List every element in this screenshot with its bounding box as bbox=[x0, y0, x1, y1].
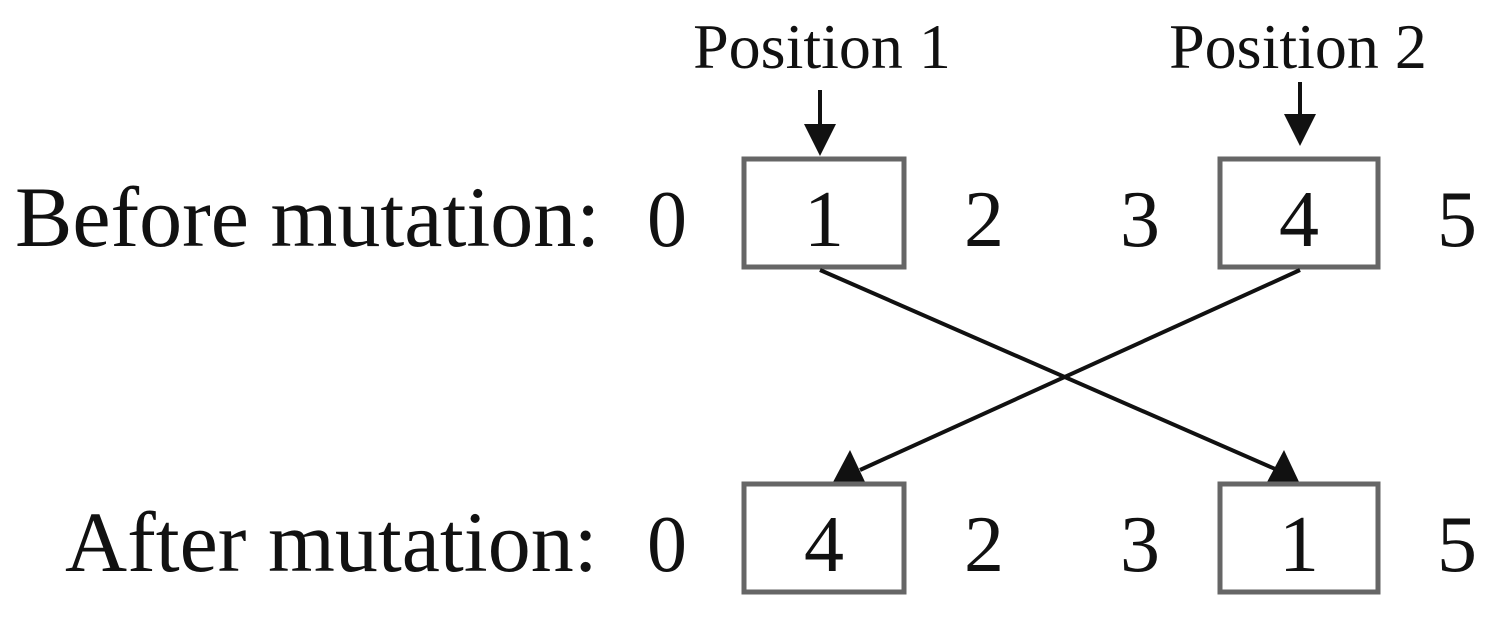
before-box-position-2 bbox=[1217, 156, 1381, 270]
before-box-position-1 bbox=[741, 156, 907, 270]
after-row-label: After mutation: bbox=[65, 494, 598, 590]
after-cell-2: 2 bbox=[964, 501, 1004, 589]
after-cell-1: 4 bbox=[804, 501, 844, 589]
before-cell-3: 3 bbox=[1120, 176, 1160, 264]
position-1-arrow bbox=[804, 90, 836, 156]
after-cell-4: 1 bbox=[1279, 501, 1319, 589]
after-cell-0: 0 bbox=[647, 501, 687, 589]
before-cell-4: 4 bbox=[1279, 176, 1319, 264]
swap-arrow-1-to-2 bbox=[819, 268, 1300, 484]
position-1-label: Position 1 bbox=[693, 11, 951, 82]
after-cell-3: 3 bbox=[1120, 501, 1160, 589]
position-2-arrow bbox=[1284, 82, 1316, 146]
before-cell-0: 0 bbox=[647, 176, 687, 264]
after-box-position-1 bbox=[741, 481, 907, 595]
before-cell-5: 5 bbox=[1437, 176, 1477, 264]
swap-arrow-2-to-1 bbox=[832, 268, 1301, 484]
after-box-position-2 bbox=[1217, 481, 1381, 595]
position-2-label: Position 2 bbox=[1169, 11, 1427, 82]
before-row-label: Before mutation: bbox=[15, 169, 600, 265]
before-cell-1: 1 bbox=[804, 176, 844, 264]
before-cell-2: 2 bbox=[964, 176, 1004, 264]
after-cell-5: 5 bbox=[1437, 501, 1477, 589]
